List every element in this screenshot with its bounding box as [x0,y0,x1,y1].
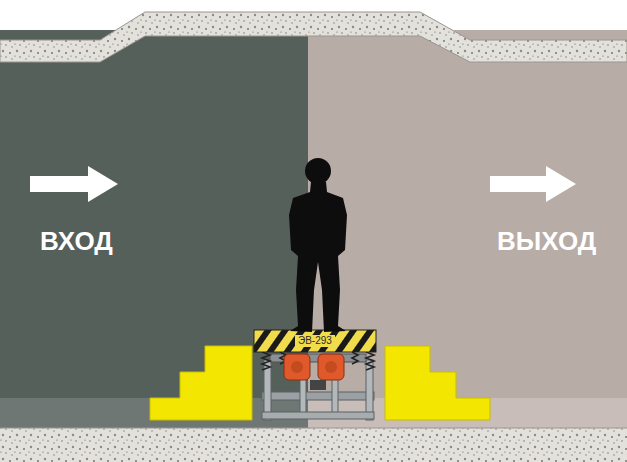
person-silhouette [289,158,347,332]
exit-arrow [490,166,576,202]
ceiling-ground [0,12,627,62]
model-label: ЭВ-293 [295,335,335,347]
exit-steps [385,346,490,420]
vibration-platform [254,330,376,420]
floor-ground [0,428,627,462]
direction-label: ВХОД [40,228,113,254]
entry-arrow [30,166,118,202]
floor-edge [0,428,627,429]
direction-label: ВЫХОД [497,228,596,254]
entry-steps [150,346,252,420]
